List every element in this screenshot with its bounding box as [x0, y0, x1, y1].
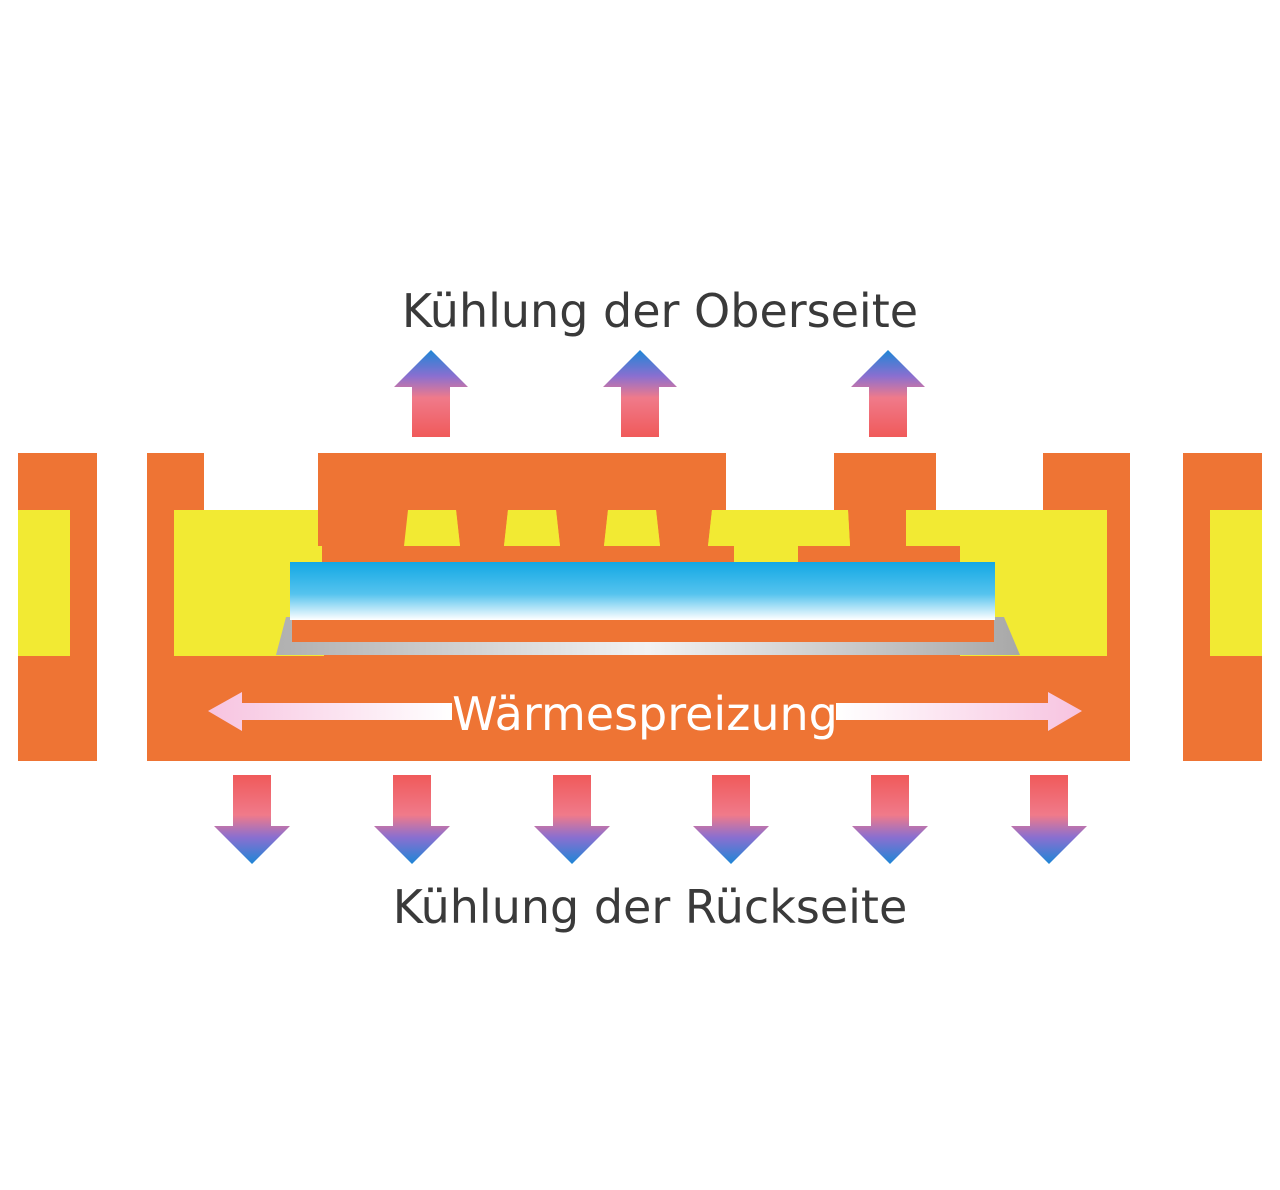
semiconductor-die: [290, 562, 995, 620]
bottom-cooling-label: Kühlung der Rückseite: [393, 880, 908, 934]
top-arrow-3: [851, 350, 925, 437]
downward-heat-arrow-icon: [1011, 775, 1087, 864]
heat-spreading-label: Wärmespreizung: [452, 687, 838, 741]
horizontal-double-arrow-icon: [208, 692, 452, 731]
downward-heat-arrow-icon: [852, 775, 928, 864]
package-body: [147, 453, 1130, 761]
horizontal-double-arrow-icon: [836, 692, 1082, 731]
bottom-arrows: [214, 775, 1087, 864]
downward-heat-arrow-icon: [374, 775, 450, 864]
right-lead: [1183, 453, 1262, 761]
top-arrow-1: [394, 350, 468, 437]
left-lead: [18, 453, 97, 761]
heat-spreading-arrows: [208, 692, 1082, 731]
downward-heat-arrow-icon: [214, 775, 290, 864]
top-cooling-label: Kühlung der Oberseite: [402, 284, 918, 338]
upward-heat-arrow-icon: [394, 350, 468, 437]
upward-heat-arrow-icon: [851, 350, 925, 437]
top-arrow-2: [603, 350, 677, 437]
downward-heat-arrow-icon: [693, 775, 769, 864]
downward-heat-arrow-icon: [534, 775, 610, 864]
upward-heat-arrow-icon: [603, 350, 677, 437]
